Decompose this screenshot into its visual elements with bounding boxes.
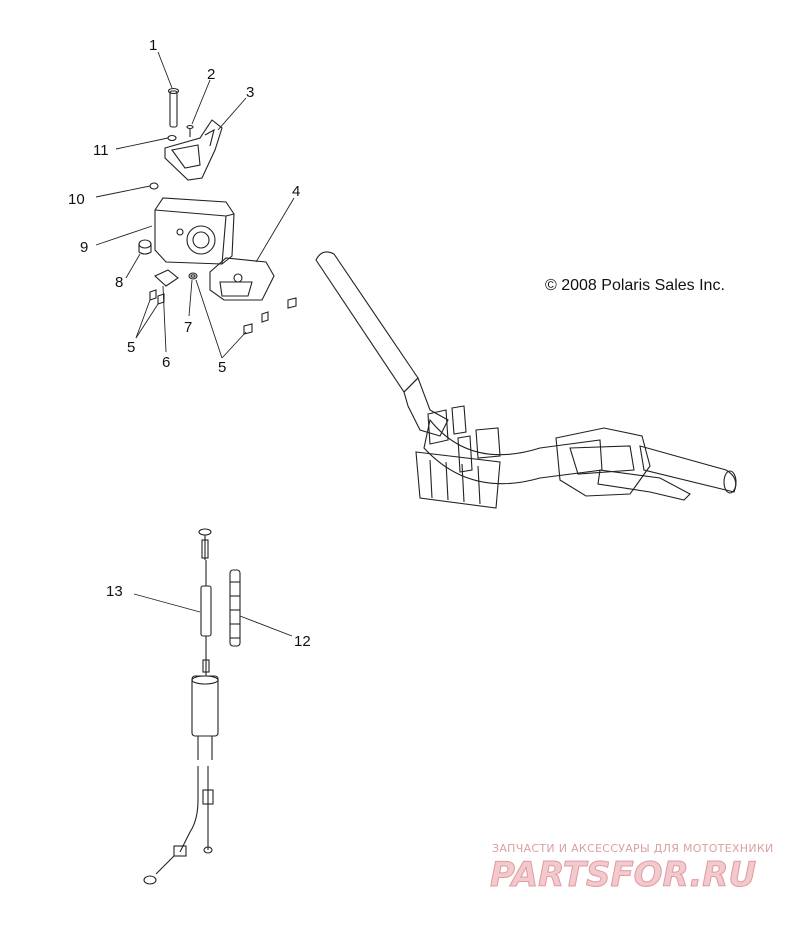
callout-12: 12 [294,633,311,650]
callout-5a: 5 [127,339,135,356]
callout-11: 11 [93,142,109,159]
part-4-cover [209,257,275,301]
callout-3: 3 [246,84,254,101]
copyright-notice: © 2008 Polaris Sales Inc. [545,277,725,294]
part-11-washer [167,134,177,142]
leader-lines [95,51,295,637]
callout-4: 4 [292,183,300,200]
callout-13: 13 [106,583,123,600]
watermark-brand: PARTSFOR.RU [490,855,756,895]
part-3-bracket [164,119,223,181]
watermark-tagline: ЗАПЧАСТИ И АКСЕССУАРЫ ДЛЯ МОТОТЕХНИКИ [492,842,774,855]
part-9-housing [154,197,235,265]
part-1-pin [167,87,180,128]
callout-2: 2 [207,66,215,83]
callout-8: 8 [115,274,123,291]
cable-assembly [143,528,241,885]
callout-9: 9 [80,239,88,256]
callout-7: 7 [184,319,192,336]
part-8-plug [138,239,152,255]
part-6-plate [154,269,179,287]
handlebar-illustration [315,251,737,509]
callout-1: 1 [149,37,157,54]
part-10-nut [149,182,159,190]
part-7-oring [188,272,198,280]
part-5-screws [149,289,297,335]
callout-5b: 5 [218,359,226,376]
watermark: ЗАПЧАСТИ И АКСЕССУАРЫ ДЛЯ МОТОТЕХНИКИ PA… [490,842,774,896]
part-2-screw [186,124,194,137]
callout-10: 10 [68,191,85,208]
callout-6: 6 [162,354,170,371]
